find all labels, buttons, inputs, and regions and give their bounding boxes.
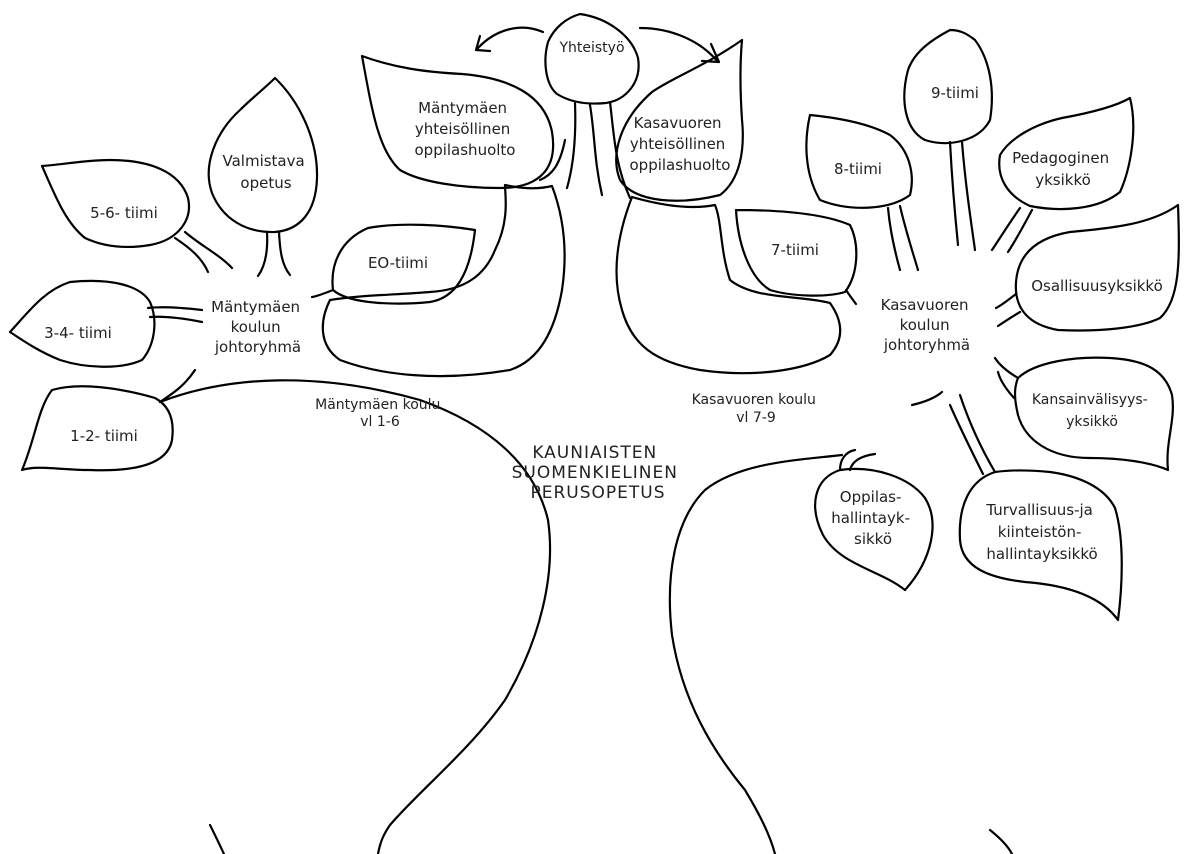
- turvallisuus-stem: [958, 393, 997, 474]
- mantymaen-branch-blob: [321, 183, 566, 378]
- osallisuus-leaf: [1014, 203, 1180, 332]
- osallisuus-label: Osallisuusyksikkö: [1031, 277, 1163, 295]
- tiimi-56-leaf: [40, 158, 191, 249]
- tiimi-56-stem-inner: [183, 230, 234, 270]
- kansainvalisyys-label: Kansainvälisyys- yksikkö: [1032, 392, 1152, 430]
- tiimi-56-stem: [173, 236, 210, 274]
- trunk-right-root: [988, 828, 1014, 854]
- tiimi-56-label: 5-6- tiimi: [90, 204, 158, 222]
- mantymaen-branch-stem: [565, 101, 577, 190]
- pedagoginen-stem: [990, 206, 1022, 252]
- tiimi-8-leaf: [805, 113, 913, 209]
- valmistava-leaf: [207, 76, 319, 234]
- tiimi-9-leaf: [903, 28, 993, 145]
- eo-tiimi-label: EO-tiimi: [368, 254, 428, 272]
- mantymaen-oppilashuolto-label: Mäntymäen yhteisöllinen oppilashuolto: [415, 99, 516, 159]
- kansainvalisyys-stem-inner: [996, 370, 1016, 400]
- eo-tiimi-stem: [310, 288, 335, 299]
- yhteistyo-group: [474, 12, 721, 105]
- trunk-right-outline: [668, 453, 844, 854]
- central-branches: [321, 100, 842, 378]
- trunk-left-outline: [158, 379, 552, 854]
- kansainvalisyys-leaf: [1013, 356, 1174, 472]
- diagram-title: KAUNIAISTEN SUOMENKIELINEN PERUSOPETUS: [512, 443, 685, 503]
- kasavuoren-branch-stem: [588, 103, 604, 197]
- trunk-left-root: [208, 823, 226, 854]
- pedagoginen-stem-inner: [1006, 208, 1034, 254]
- tiimi-7-leaf: [734, 208, 858, 297]
- oppilashallinta-label: Oppilas- hallintayk- sikkö: [831, 488, 915, 548]
- oppilashallinta-stem-inner: [848, 452, 877, 472]
- tiimi-9-label: 9-tiimi: [931, 84, 979, 102]
- mantymaen-school-label: Mäntymäen koulu vl 1-6: [315, 397, 445, 430]
- right-arrow-curve: [638, 26, 720, 64]
- tiimi-9-stem-inner: [960, 140, 977, 252]
- kasavuoren-branch-stem-inner: [608, 100, 632, 200]
- tiimi-9-stem: [948, 140, 960, 247]
- left-arrow-head: [474, 34, 492, 53]
- turvallisuus-label: Turvallisuus-ja kiinteistön- hallintayks…: [985, 501, 1097, 563]
- yhteistyo-label: Yhteistyö: [558, 40, 624, 56]
- tiimi-12-stem: [158, 368, 197, 404]
- oppilashallinta-stem: [838, 448, 857, 472]
- tiimi-34-label: 3-4- tiimi: [44, 324, 112, 342]
- tiimi-34-stem-inner: [146, 306, 204, 312]
- kasavuoren-hub-connector: [910, 390, 944, 407]
- tiimi-8-stem-inner: [898, 204, 920, 272]
- mantymaen-johtoryhma-label: Mäntymäen koulun johtoryhmä: [211, 298, 305, 356]
- kasavuoren-johtoryhma-label: Kasavuoren koulun johtoryhmä: [881, 296, 974, 354]
- tree-trunk: [158, 379, 1014, 854]
- tiimi-12-label: 1-2- tiimi: [70, 427, 138, 445]
- osallisuus-stem: [994, 292, 1018, 310]
- valmistava-stem: [256, 230, 269, 278]
- kasavuoren-branch-blob: [615, 195, 842, 375]
- turvallisuus-leaf: [958, 469, 1123, 622]
- yhteistyo-leaf-outline: [544, 12, 640, 105]
- pedagoginen-leaf: [998, 96, 1135, 211]
- pedagoginen-label: Pedagoginen yksikkö: [1012, 149, 1114, 189]
- valmistava-label: Valmistava opetus: [223, 152, 310, 192]
- kasavuoren-oppilashuolto-leaf: [615, 38, 744, 202]
- tiimi-34-stem: [148, 315, 204, 324]
- mantymaen-branch-stem-inner: [538, 138, 567, 182]
- turvallisuus-stem-inner: [948, 403, 985, 476]
- tiimi-7-stem: [844, 288, 858, 306]
- left-arrow-curve: [476, 26, 545, 50]
- kasavuoren-school-label: Kasavuoren koulu vl 7-9: [692, 392, 821, 426]
- tiimi-12-leaf: [20, 385, 174, 472]
- valmistava-stem-inner: [277, 230, 292, 277]
- kansainvalisyys-stem: [993, 356, 1020, 380]
- mantymaen-oppilashuolto-leaf: [360, 54, 555, 190]
- tiimi-34-leaf: [8, 279, 156, 368]
- labels: KAUNIAISTEN SUOMENKIELINEN PERUSOPETUS M…: [44, 40, 1163, 563]
- osallisuus-stem-inner: [996, 310, 1022, 328]
- tiimi-8-label: 8-tiimi: [834, 160, 882, 178]
- kasavuoren-oppilashuolto-label: Kasavuoren yhteisöllinen oppilashuolto: [630, 114, 731, 174]
- tiimi-8-stem: [886, 206, 902, 272]
- tiimi-7-label: 7-tiimi: [771, 241, 819, 259]
